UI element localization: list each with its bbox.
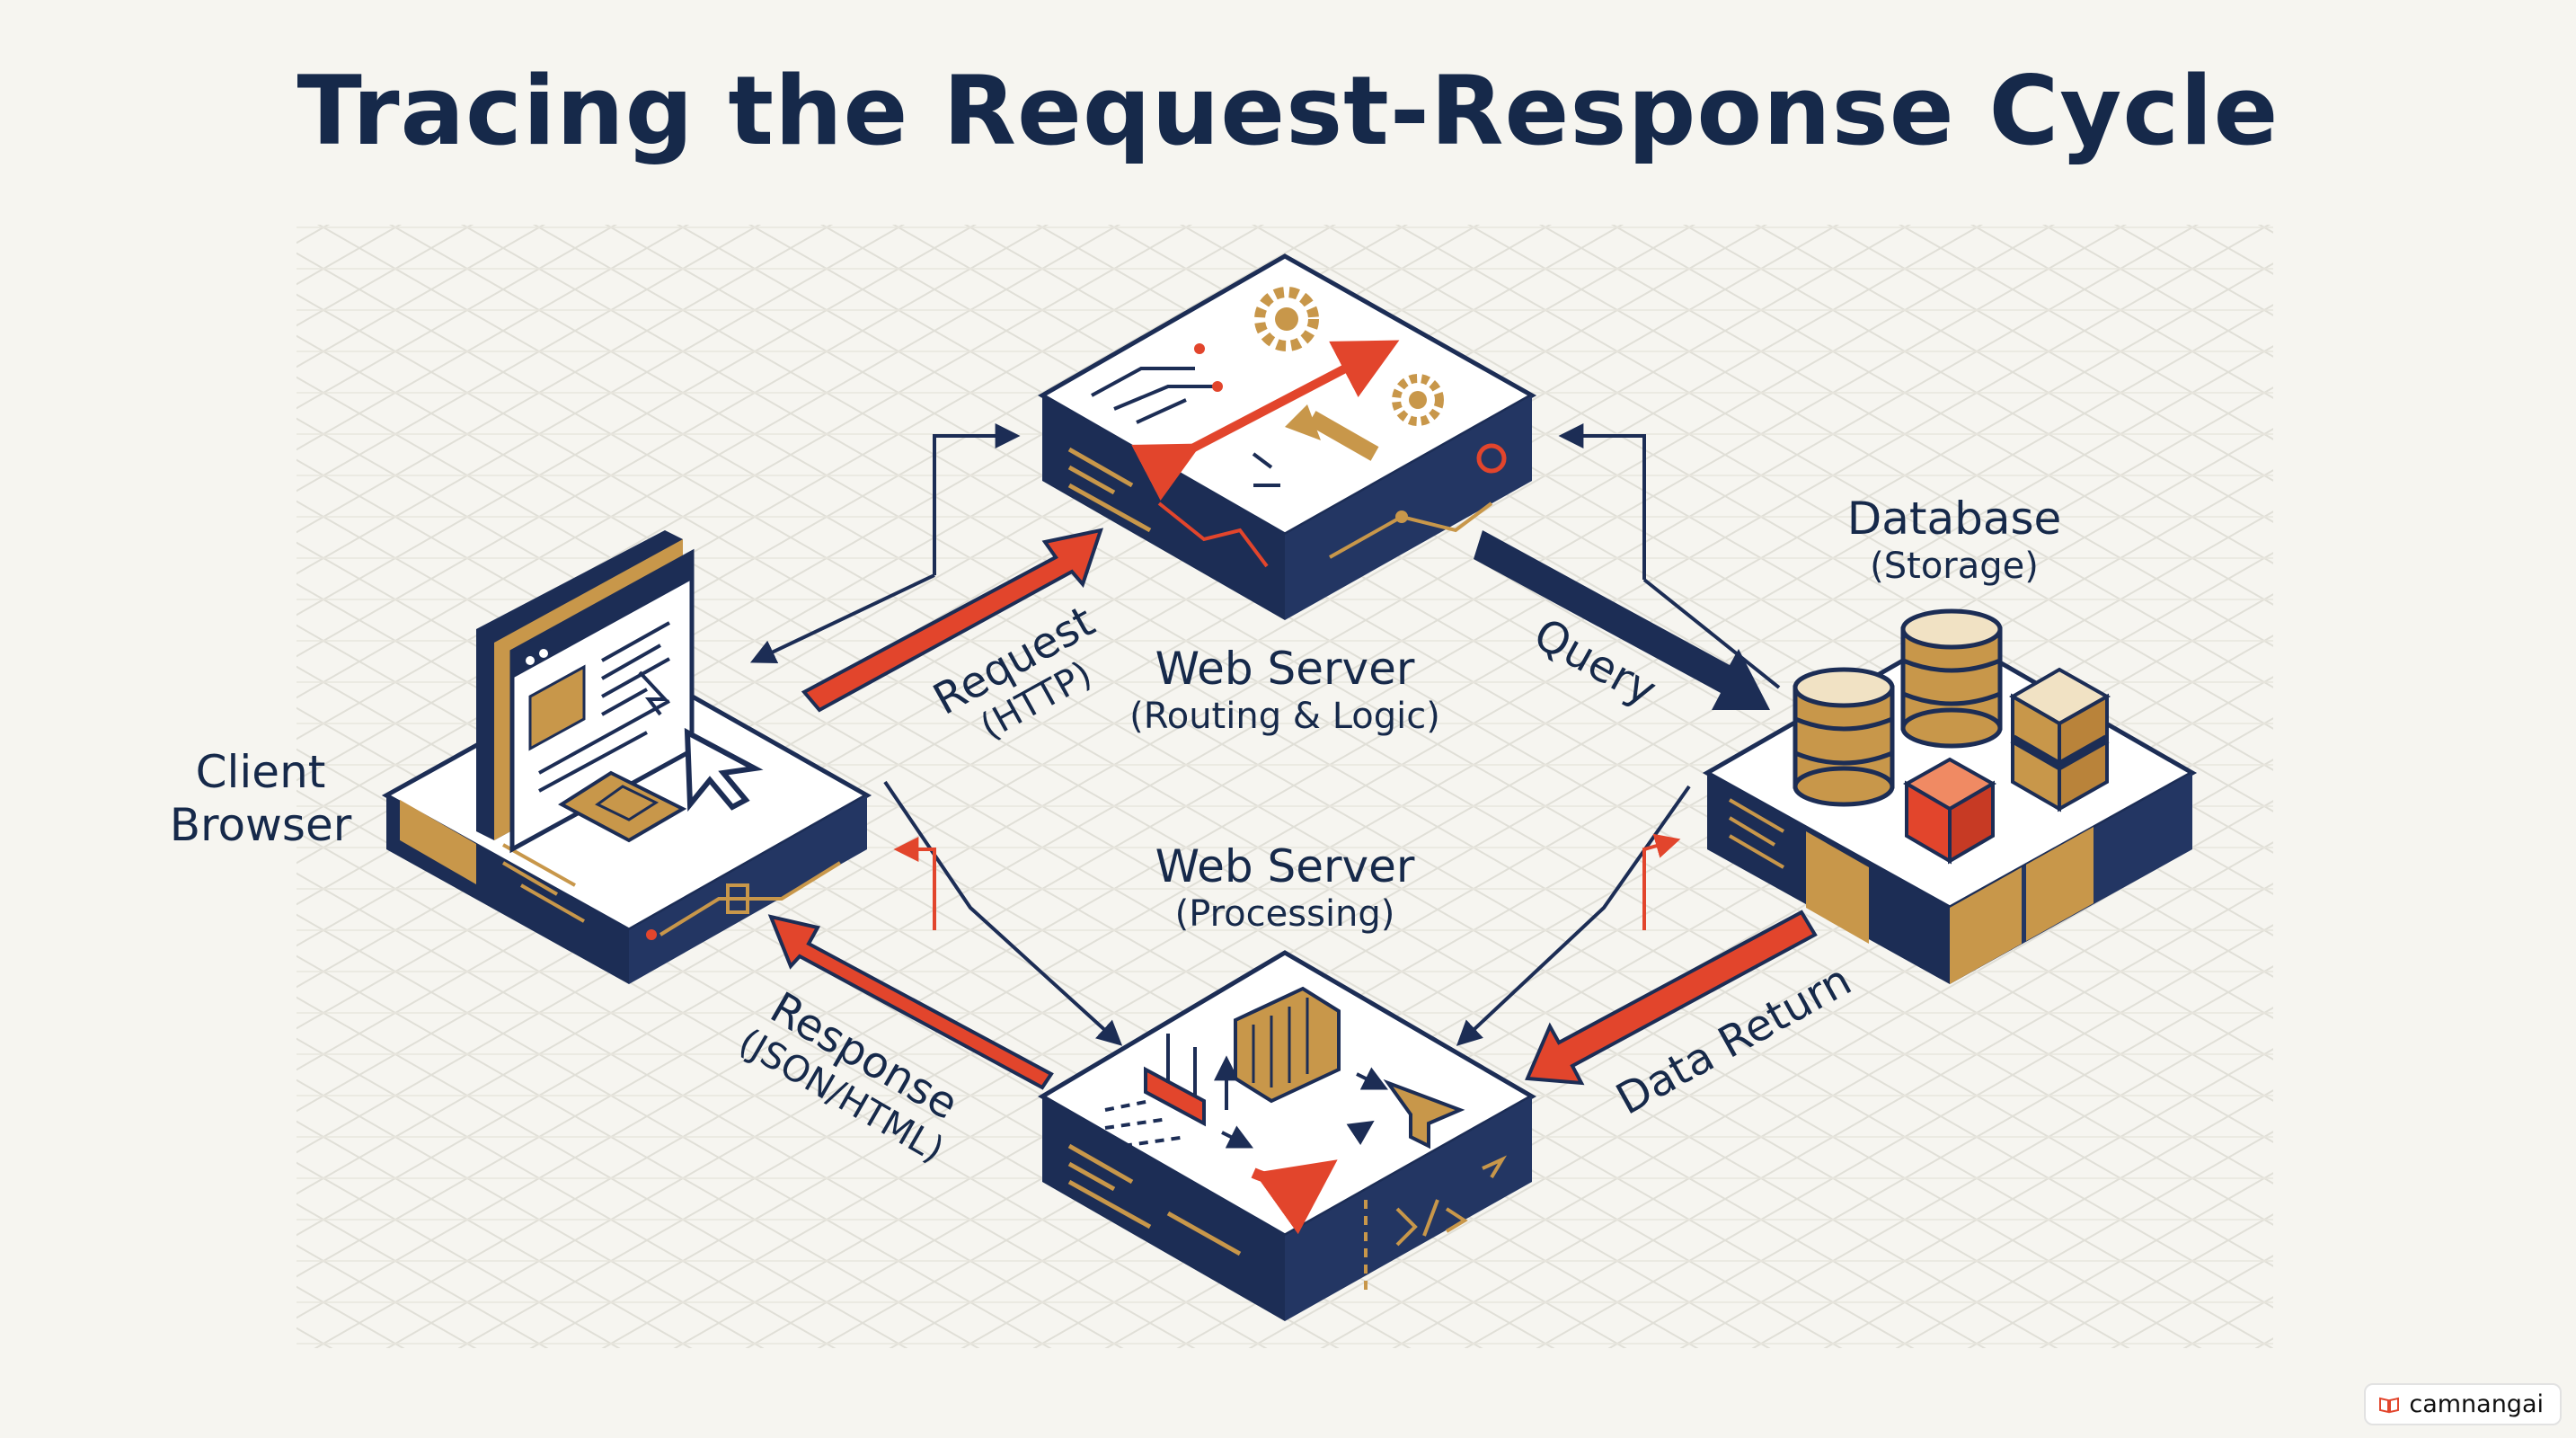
book-icon [2379, 1397, 2400, 1413]
database-cylinder-center [1900, 608, 2003, 749]
web-server-processing-label: Web Server (Processing) [1096, 840, 1474, 936]
watermark-text: camnangai [2409, 1390, 2544, 1418]
request-arrow [801, 528, 1103, 713]
database-block [1702, 608, 2198, 984]
web-server-processing-name: Web Server [1155, 840, 1415, 892]
web-server-processing-block [1038, 950, 1537, 1321]
database-cylinder-left [1793, 667, 1895, 807]
funnel-icon [1383, 1078, 1465, 1150]
client-label-line2: Browser [169, 799, 352, 851]
database-detail: (Storage) [1870, 546, 2039, 587]
page-title: Tracing the Request-Response Cycle [297, 56, 2279, 166]
database-name: Database [1846, 493, 2062, 545]
query-arrow [1474, 530, 1770, 710]
connector-arrows [749, 423, 1781, 1046]
storage-cube-stack [2008, 667, 2111, 812]
client-browser-block [381, 530, 872, 984]
storage-cube-red [1902, 757, 1997, 865]
web-server-routing-name: Web Server [1155, 643, 1415, 695]
watermark-badge: camnangai [2364, 1383, 2562, 1425]
client-browser-label: Client Browser [144, 746, 377, 852]
web-server-routing-detail: (Routing & Logic) [1129, 696, 1440, 737]
web-server-processing-detail: (Processing) [1174, 893, 1395, 935]
database-label: Database (Storage) [1824, 493, 2085, 588]
web-server-routing-label: Web Server (Routing & Logic) [1096, 643, 1474, 738]
client-label-line1: Client [195, 746, 326, 798]
response-arrow [767, 914, 1054, 1090]
web-server-routing-block [1037, 253, 1537, 620]
data-return-arrow [1525, 910, 1818, 1086]
